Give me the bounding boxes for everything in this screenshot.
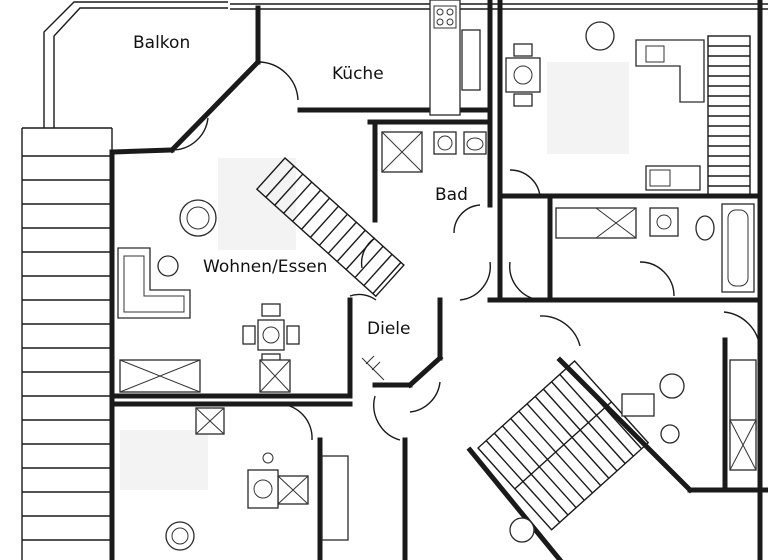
stair-tread <box>587 422 626 464</box>
stair-tread <box>518 410 557 453</box>
interior-stair <box>255 157 405 298</box>
lower-left-furniture <box>165 452 535 551</box>
terrace-strip <box>21 127 113 560</box>
stair-tread <box>493 432 532 475</box>
stair-tread <box>372 261 402 295</box>
room-label-balkon: Balkon <box>133 33 191 53</box>
walls <box>109 0 768 560</box>
kitchen-counter <box>429 0 481 116</box>
redacted-area-1 <box>218 158 296 250</box>
room-label-wohnen-essen: Wohnen/Essen <box>203 257 328 277</box>
stair-tread <box>274 173 304 206</box>
stair-tread <box>559 373 598 416</box>
redacted-area-3 <box>120 430 208 490</box>
balkon-outline <box>43 1 262 155</box>
sofa <box>117 199 217 319</box>
stair-tread <box>363 253 393 287</box>
bath-fixtures <box>381 131 487 173</box>
stair-tread <box>567 366 606 409</box>
stair-tread <box>283 181 313 214</box>
stair-tread <box>542 388 581 431</box>
stair-tread <box>538 466 577 509</box>
room-label-kueche: Küche <box>332 64 384 84</box>
door-swings <box>171 61 761 441</box>
lower-stair <box>477 360 650 531</box>
stair-tread <box>309 205 340 238</box>
right-furniture <box>505 21 705 444</box>
stair-tread <box>354 245 384 279</box>
stair-tread <box>604 407 643 450</box>
stair-tread <box>563 444 602 487</box>
stair-tread <box>292 189 322 222</box>
right-stair <box>707 35 751 197</box>
stair-tread <box>300 197 331 230</box>
diele-marker <box>361 355 385 381</box>
stair-tread <box>522 481 561 523</box>
stair-tread <box>551 381 589 424</box>
stair-tread <box>555 451 593 494</box>
stair-tread <box>318 213 348 246</box>
stair-tread <box>526 403 565 446</box>
stair-tread <box>596 414 634 457</box>
stair-tread <box>502 425 540 468</box>
stair-tread <box>327 221 357 254</box>
stair-tread <box>546 458 585 501</box>
stair-tread <box>530 473 569 516</box>
stair-tread <box>485 440 524 482</box>
right-bath <box>555 165 755 293</box>
stair-tread <box>510 418 549 460</box>
stair-tread <box>265 165 295 198</box>
wardrobes <box>119 359 757 541</box>
dining-table <box>242 303 300 367</box>
stair-tread <box>571 436 610 479</box>
room-label-bad: Bad <box>435 185 468 205</box>
room-label-diele: Diele <box>367 319 411 339</box>
stair-tread <box>336 229 366 262</box>
stair-tread <box>534 396 573 438</box>
redacted-area-2 <box>547 62 629 154</box>
stair-tread <box>579 429 618 472</box>
